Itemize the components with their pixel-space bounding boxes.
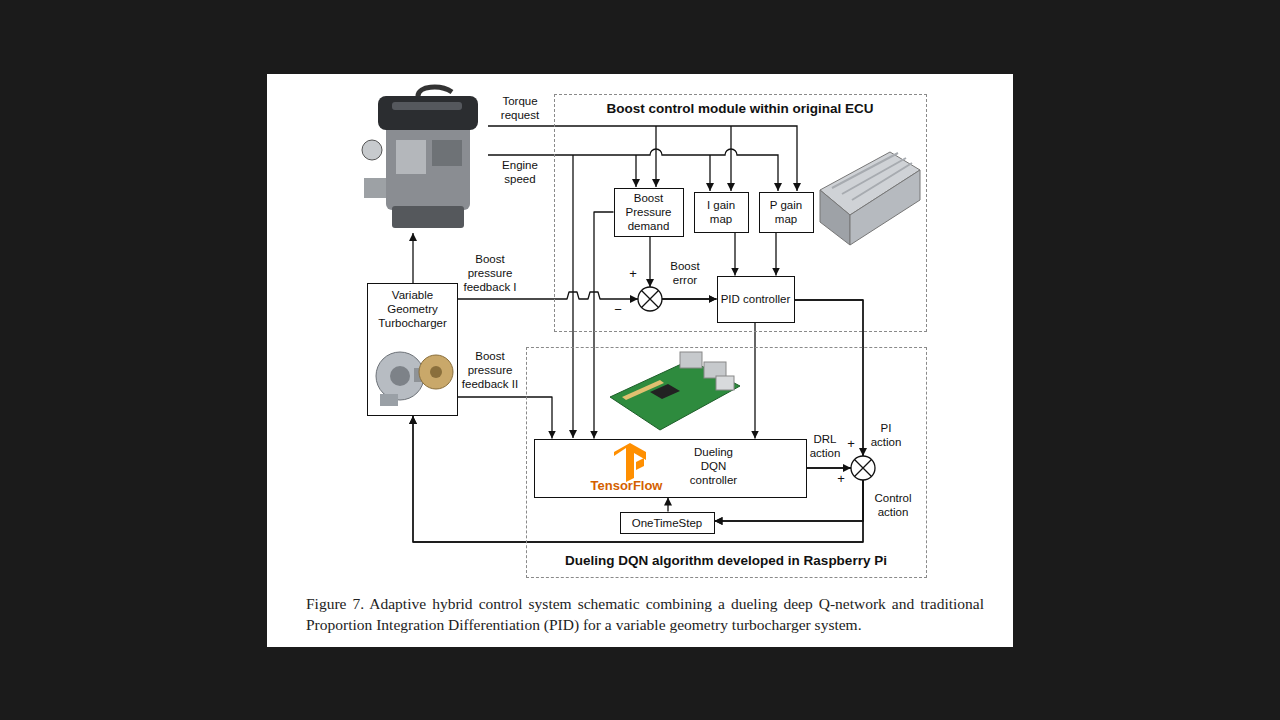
- signal-arrow: [650, 237, 717, 300]
- sign-label: +: [846, 437, 856, 451]
- box-label: Boost Pressure demand: [615, 191, 683, 233]
- process-box: TensorFlowDueling DQN controller: [534, 439, 807, 498]
- process-box: P gain map: [759, 192, 814, 233]
- signal-arrow: [667, 498, 668, 512]
- signal-label: Engine speed: [494, 158, 546, 186]
- signal-arrow: [458, 397, 552, 439]
- process-box: PID controller: [717, 276, 795, 323]
- signal-wires: [413, 126, 797, 438]
- figure-caption: Figure 7. Adaptive hybrid control system…: [306, 593, 984, 635]
- sign-label: +: [628, 267, 638, 281]
- sign-label: +: [836, 472, 846, 486]
- box-label: OneTimeStep: [629, 516, 706, 530]
- box-label: TensorFlow: [591, 478, 681, 493]
- signal-arrow: [734, 233, 735, 276]
- signal-arrow: [754, 323, 755, 439]
- raspberry-pi-illustration: [610, 352, 740, 430]
- process-box: OneTimeStep: [620, 512, 715, 534]
- signal-label: Control action: [868, 491, 918, 519]
- box-label: PID controller: [718, 292, 794, 306]
- signal-label: Torque request: [494, 94, 546, 122]
- box-label: Dueling DQN controller: [683, 445, 745, 487]
- tensorflow-logo: [614, 443, 646, 482]
- dashed-region: Dueling DQN algorithm developed in Raspb…: [526, 347, 927, 578]
- region-title: Boost control module within original ECU: [555, 100, 925, 117]
- summing-junction: [630, 279, 662, 311]
- signal-arrow: [775, 233, 776, 276]
- summing-junction: [843, 448, 875, 480]
- box-label: I gain map: [695, 198, 748, 226]
- region-title: Dueling DQN algorithm developed in Raspb…: [527, 552, 925, 569]
- box-label: Variable Geometry Turbocharger: [368, 288, 457, 330]
- process-box: Boost Pressure demand: [614, 188, 684, 237]
- signal-arrow: [458, 292, 717, 299]
- signal-label: Boost error: [664, 259, 706, 287]
- signal-label: DRL action: [806, 432, 844, 460]
- signal-arrow: [413, 416, 863, 542]
- ecu-illustration: [820, 152, 920, 245]
- signal-arrow: [715, 300, 864, 521]
- dashed-region: Boost control module within original ECU…: [554, 94, 927, 332]
- process-box: I gain map: [694, 192, 749, 233]
- signal-arrow: [413, 300, 863, 542]
- signal-label: PI action: [868, 421, 904, 449]
- signal-arrow: [594, 212, 614, 439]
- process-box: Variable Geometry Turbocharger: [367, 283, 458, 416]
- sign-label: −: [613, 303, 623, 317]
- turbocharger-illustration: [376, 352, 453, 406]
- signal-label: Boost pressure feedback I: [458, 252, 522, 294]
- engine-illustration: [362, 87, 478, 228]
- box-label: P gain map: [760, 198, 813, 226]
- signal-label: Boost pressure feedback II: [458, 349, 522, 391]
